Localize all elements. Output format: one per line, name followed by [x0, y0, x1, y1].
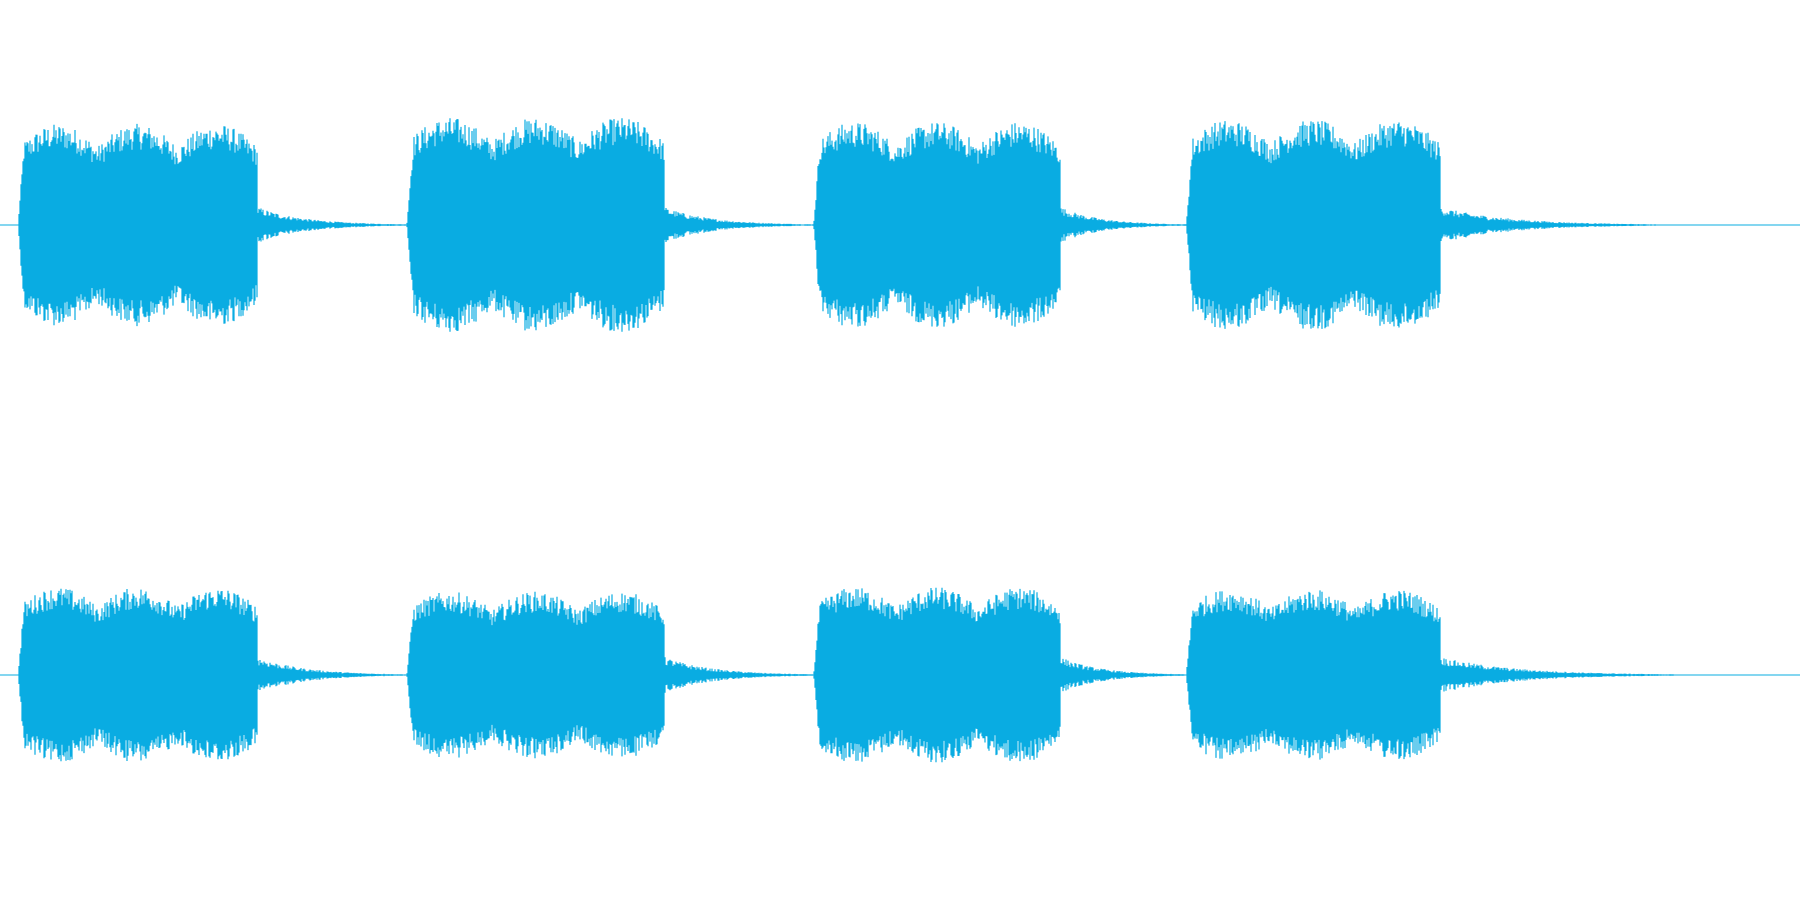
- channel-1-waveform: [0, 118, 1800, 332]
- channel-2-wave-path: [18, 587, 1674, 763]
- channel-1-wave-path: [18, 118, 1656, 332]
- channel-2-waveform: [0, 587, 1800, 763]
